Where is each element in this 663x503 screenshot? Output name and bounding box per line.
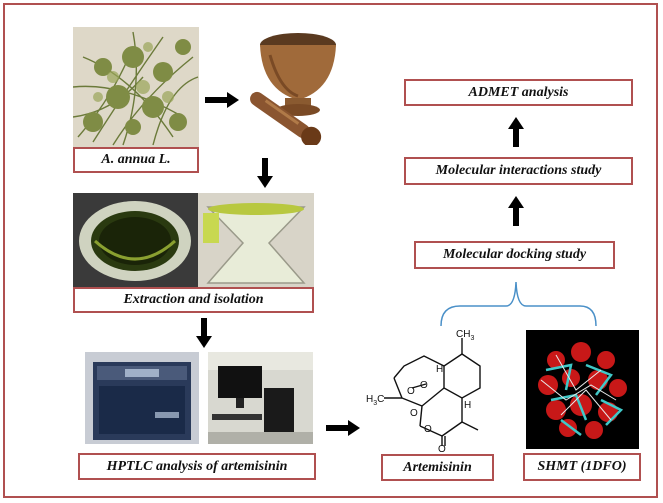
arrow-extraction-to-hptlc xyxy=(196,318,212,348)
convergence-bracket xyxy=(440,281,597,327)
plant-label: A. annua L. xyxy=(73,147,199,173)
artemisinin-label: Artemisinin xyxy=(381,454,494,481)
extraction-label: Extraction and isolation xyxy=(73,287,314,313)
h-label-1: H xyxy=(436,364,443,375)
ch3-left-label: H3C xyxy=(366,394,384,407)
arrow-docking-to-interactions xyxy=(508,196,524,226)
arrow-plant-to-mortar xyxy=(205,92,239,108)
o-carbonyl-label: O xyxy=(438,444,446,452)
o-label-1: O xyxy=(407,386,415,397)
h-label-2: H xyxy=(464,400,471,411)
outer-frame xyxy=(3,3,658,498)
ch3-top-label: CH3 xyxy=(456,329,474,342)
arrow-interactions-to-admet xyxy=(508,117,524,147)
o-label-3: O xyxy=(410,408,418,419)
extraction-photo xyxy=(73,193,314,287)
artemisinin-structure: CH3 H3C O O O O O H H xyxy=(362,326,512,452)
hptlc-instrument-photo xyxy=(85,352,199,444)
shmt-label: SHMT (1DFO) xyxy=(523,453,641,481)
mortar-pestle-photo xyxy=(240,20,340,145)
interactions-label: Molecular interactions study xyxy=(404,157,633,185)
docking-label: Molecular docking study xyxy=(414,241,615,269)
plant-photo xyxy=(73,27,199,147)
computer-photo xyxy=(208,352,313,444)
o-label-4: O xyxy=(424,424,432,435)
admet-label: ADMET analysis xyxy=(404,79,633,106)
arrow-hptlc-to-artemisinin xyxy=(326,420,360,436)
hptlc-label: HPTLC analysis of artemisinin xyxy=(78,453,316,480)
shmt-protein-image xyxy=(526,330,639,449)
arrow-mortar-to-extraction xyxy=(257,158,273,188)
o-label-2: O xyxy=(420,380,428,391)
